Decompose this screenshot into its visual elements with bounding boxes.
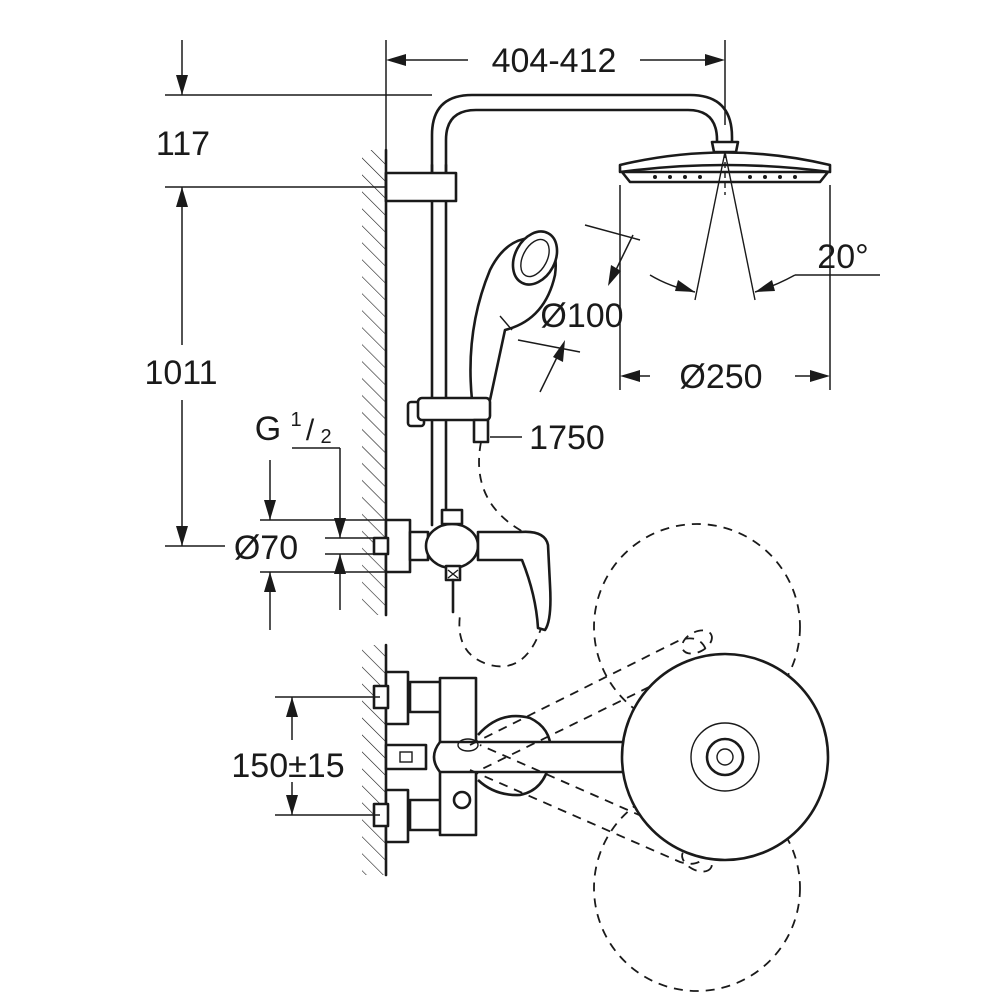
dim-connection-spacing — [275, 696, 380, 816]
label-connection-spacing: 150±15 — [231, 747, 344, 785]
head-shower — [618, 140, 832, 301]
dim-headshower-angle — [649, 274, 880, 293]
wall-lower — [362, 643, 388, 877]
label-top-offset: 117 — [156, 125, 210, 163]
label-handshower-diameter: Ø100 — [540, 297, 623, 335]
hand-shower-holder — [406, 396, 492, 444]
label-thread-size: G 1 / 2 — [255, 409, 332, 448]
dim-rail-height — [165, 187, 225, 547]
label-headshower-angle: 20° — [817, 238, 868, 276]
shower-riser-pipe — [430, 163, 448, 527]
label-hose-length: 1750 — [529, 419, 605, 457]
label-flange-diameter: Ø70 — [234, 529, 298, 567]
dim-flange — [260, 447, 386, 630]
wall-bracket — [384, 171, 458, 203]
nozzle-row — [653, 175, 797, 179]
thread-numerator: 1 — [290, 409, 301, 431]
hand-shower — [469, 230, 559, 402]
label-headshower-diameter: Ø250 — [679, 358, 762, 396]
label-rail-reach: 404-412 — [492, 42, 617, 80]
dim-handshower-diameter — [517, 224, 641, 393]
thread-denominator: 2 — [320, 426, 331, 448]
dim-top-offset — [165, 40, 432, 188]
thread-prefix: G — [255, 410, 281, 448]
dim-headshower-diameter — [619, 185, 831, 390]
shower-arm — [430, 93, 734, 182]
thread-slash: / — [306, 414, 315, 447]
mixer-side-view — [372, 508, 552, 632]
head-shower-top-view — [620, 652, 830, 862]
dim-rail-reach — [385, 40, 726, 150]
label-rail-height: 1011 — [144, 354, 217, 392]
